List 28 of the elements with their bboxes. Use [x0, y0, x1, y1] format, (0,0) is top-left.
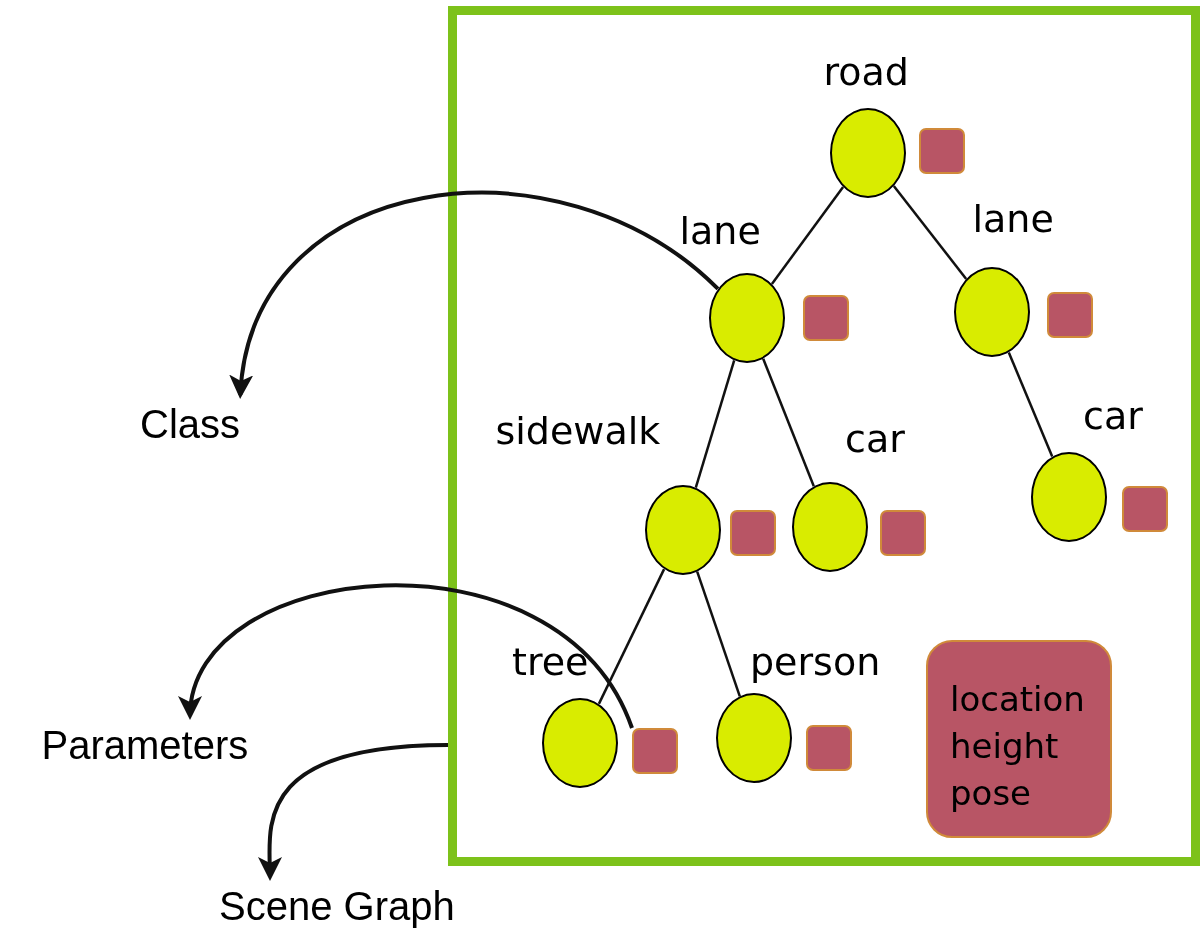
parameter-box: [919, 128, 965, 174]
node-label: person: [750, 642, 881, 684]
tree-edge: [694, 360, 736, 488]
tree-edge: [892, 185, 968, 280]
node-label: lane: [972, 199, 1054, 241]
node-label: road: [823, 52, 909, 94]
parameter-card: location height pose: [926, 640, 1112, 838]
tree-edge: [762, 358, 815, 487]
parameter-box: [880, 510, 926, 556]
node-label: car: [845, 419, 905, 461]
tree-edge: [696, 571, 741, 697]
parameter-box: [803, 295, 849, 341]
node-label: car: [1083, 396, 1143, 438]
node-label: lane: [679, 211, 761, 253]
node-label: sidewalk: [495, 411, 661, 453]
annotation-label: Parameters: [41, 722, 249, 768]
annotation-label: Scene Graph: [219, 883, 455, 929]
parameter-box: [806, 725, 852, 771]
scene-frame: [448, 6, 1200, 866]
parameter-box: [730, 510, 776, 556]
parameter-box: [632, 728, 678, 774]
annotation-label: Class: [140, 401, 241, 447]
tree-edge: [770, 186, 845, 285]
parameter-box: [1122, 486, 1168, 532]
leader-arrow: [257, 743, 449, 881]
tree-edge: [1007, 351, 1054, 458]
parameter-box: [1047, 292, 1093, 338]
leader-arrow: [231, 191, 720, 399]
